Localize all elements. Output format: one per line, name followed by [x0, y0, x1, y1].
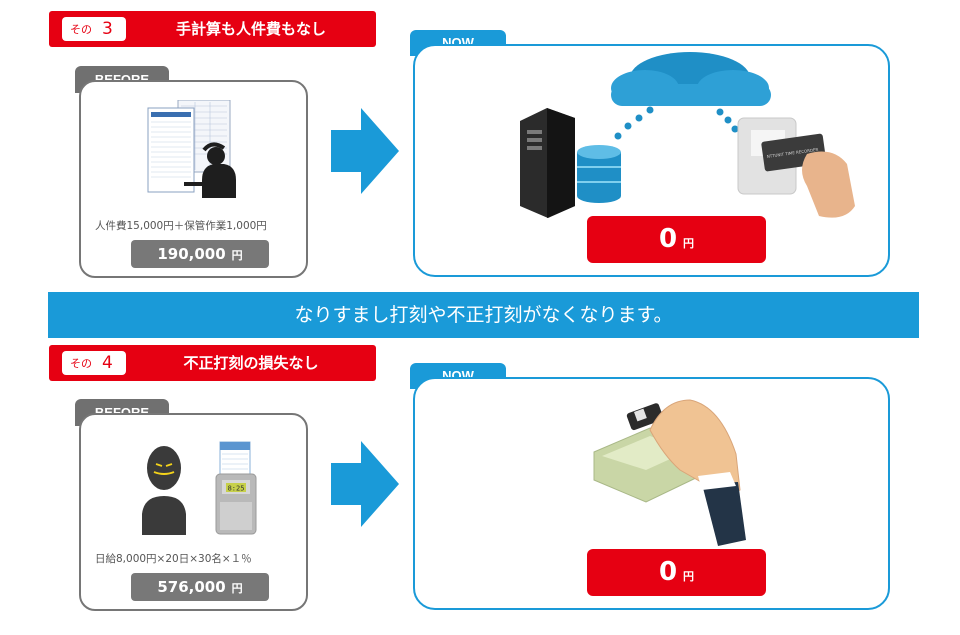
biometric-reader-illustration [593, 399, 746, 546]
arrow-right-icon [331, 441, 399, 527]
time-clock-icon: 8:25 [215, 441, 257, 535]
section-4-tag: その 4 [62, 351, 126, 375]
section-3-tag-prefix: その [70, 23, 92, 36]
cloud-system-illustration: NTTUNIT TIME RECORDER [520, 52, 855, 218]
hand-icon [649, 399, 746, 546]
section-3-title: 手計算も人件費もなし [175, 20, 326, 38]
section-3-now-cost-unit: 円 [683, 237, 695, 250]
benefit-banner: なりすまし打刻や不正打刻がなくなります。 [48, 292, 919, 338]
section-3-tag-number: 3 [102, 19, 113, 39]
silhouette-icon [142, 446, 186, 535]
section-4-tag-prefix: その [70, 357, 92, 370]
section-4-title: 不正打刻の損失なし [183, 354, 319, 372]
section-3-before-cost-unit: 円 [231, 249, 243, 262]
section-4-now-cost-unit: 円 [683, 570, 695, 583]
manual-paperwork-illustration [147, 100, 236, 198]
section-3-tag: その 3 [62, 17, 126, 41]
section-4-before-cost-unit: 円 [231, 582, 243, 595]
database-icon [577, 145, 621, 203]
server-icon [520, 108, 575, 218]
section-3-before-note: 人件費15,000円＋保管作業1,000円 [95, 220, 267, 232]
section-4-banner: その 4 不正打刻の損失なし [49, 345, 376, 381]
section-3-banner: その 3 手計算も人件費もなし [49, 11, 376, 47]
arrow-right-icon [331, 108, 399, 194]
section-3-before-cost: 190,000 円 [131, 240, 269, 268]
card-reader-icon: NTTUNIT TIME RECORDER [737, 117, 855, 218]
section-3-before-cost-value: 190,000 [157, 245, 226, 263]
section-4-before-cost-value: 576,000 [157, 578, 226, 596]
cloud-icon [611, 52, 771, 106]
section-3-now-cost-value: 0 [658, 224, 678, 254]
section-4-before-note: 日給8,000円×20日×30名×１％ [95, 553, 252, 565]
section-4-before-cost: 576,000 円 [131, 573, 269, 601]
section-4-now-cost-value: 0 [658, 557, 678, 587]
section-4-tag-number: 4 [102, 353, 113, 373]
clock-display: 8:25 [228, 485, 245, 493]
time-clock-fraud-illustration: 8:25 [142, 441, 257, 535]
